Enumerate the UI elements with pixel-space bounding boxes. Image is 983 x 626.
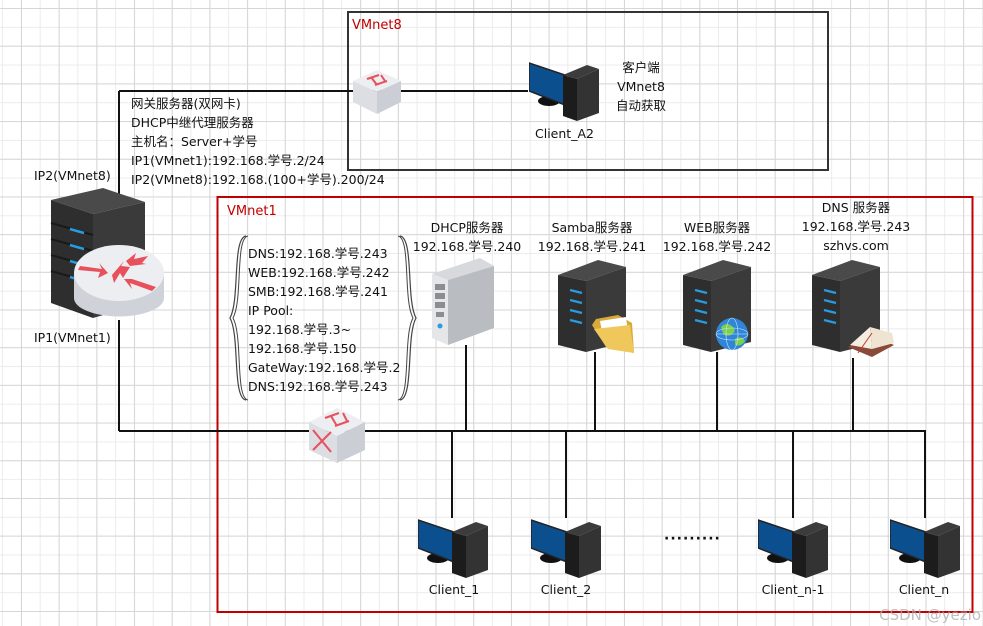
gateway-desc-line: IP1(VMnet1):192.168.学号.2/24 bbox=[131, 153, 325, 168]
dhcp-server-ip: 192.168.学号.240 bbox=[412, 239, 522, 254]
dns-server-domain: szhvs.com bbox=[823, 238, 889, 253]
dns-server-title: DNS 服务器 bbox=[821, 200, 891, 215]
vmnet1-zone-label: VMnet1 bbox=[227, 204, 277, 219]
vmnet8-zone-label: VMnet8 bbox=[352, 18, 402, 33]
dns-server-icon bbox=[812, 260, 894, 357]
right-brace-inner bbox=[397, 235, 414, 401]
dhcp-config-line: IP Pool: bbox=[248, 303, 294, 318]
folder-icon bbox=[592, 315, 634, 353]
client-n-label: Client_n bbox=[898, 582, 950, 597]
dns-server-ip: 192.168.学号.243 bbox=[801, 219, 911, 234]
web-server-icon bbox=[683, 260, 751, 352]
client-a2-note-line: VMnet8 bbox=[617, 79, 665, 94]
dhcp-config-line: SMB:192.168.学号.241 bbox=[248, 284, 389, 299]
web-server-title: WEB服务器 bbox=[683, 220, 751, 235]
client-n-computer-icon bbox=[890, 519, 960, 578]
ip1-vmnet1-label: IP1(VMnet1) bbox=[34, 330, 111, 345]
client-a2-computer-icon bbox=[529, 62, 599, 121]
samba-server-ip: 192.168.学号.241 bbox=[537, 239, 647, 254]
right-brace bbox=[399, 235, 417, 401]
dhcp-config-line: 192.168.学号.3~ bbox=[248, 322, 352, 337]
left-brace-inner bbox=[232, 235, 249, 401]
client-2-computer-icon bbox=[531, 519, 601, 578]
web-server-ip: 192.168.学号.242 bbox=[662, 239, 772, 254]
gateway-desc-line: 主机名：Server+学号 bbox=[131, 134, 258, 149]
dhcp-config-line: WEB:192.168.学号.242 bbox=[248, 265, 390, 280]
dhcp-server-title: DHCP服务器 bbox=[430, 220, 504, 235]
client-a2-note: 客户端 VMnet8 自动获取 bbox=[610, 58, 672, 115]
book-icon bbox=[848, 327, 894, 357]
vmnet8-switch-icon bbox=[353, 70, 401, 114]
samba-server-caption: Samba服务器 192.168.学号.241 bbox=[532, 218, 652, 256]
samba-server-title: Samba服务器 bbox=[551, 220, 633, 235]
vmnet1-zone-border bbox=[216, 196, 974, 613]
gateway-description: 网关服务器(双网卡) DHCP中继代理服务器 主机名：Server+学号 IP1… bbox=[131, 94, 385, 189]
dhcp-config-line: DNS:192.168.学号.243 bbox=[248, 246, 388, 261]
more-clients-ellipsis: ········· bbox=[664, 531, 721, 547]
client-a2-label: Client_A2 bbox=[535, 126, 594, 141]
samba-server-icon bbox=[558, 260, 634, 353]
dhcp-server-icon bbox=[432, 258, 494, 345]
client-a2-note-line: 自动获取 bbox=[615, 98, 666, 113]
gateway-router-server-icon bbox=[50, 188, 164, 318]
client-2-label: Client_2 bbox=[540, 582, 592, 597]
ip2-vmnet8-label: IP2(VMnet8) bbox=[34, 168, 111, 183]
client-1-label: Client_1 bbox=[428, 582, 480, 597]
globe-icon bbox=[715, 317, 749, 351]
watermark: CSDN @yezio bbox=[879, 606, 981, 624]
dhcp-config-line: GateWay:192.168.学号.2 bbox=[248, 360, 401, 375]
client-n-1-label: Client_n-1 bbox=[761, 582, 825, 597]
gateway-desc-line: 网关服务器(双网卡) bbox=[131, 96, 241, 111]
vmnet1-switch-icon bbox=[309, 408, 365, 463]
dhcp-config-line: 192.168.学号.150 bbox=[248, 341, 357, 356]
client-1-computer-icon bbox=[418, 519, 488, 578]
gateway-desc-line: DHCP中继代理服务器 bbox=[131, 115, 254, 130]
dhcp-config-line: DNS:192.168.学号.243 bbox=[248, 379, 388, 394]
dhcp-config-block: DNS:192.168.学号.243 WEB:192.168.学号.242 SM… bbox=[248, 244, 400, 396]
dhcp-server-caption: DHCP服务器 192.168.学号.240 bbox=[412, 218, 522, 256]
gateway-desc-line: IP2(VMnet8):192.168.(100+学号).200/24 bbox=[131, 172, 385, 187]
client-n-1-computer-icon bbox=[758, 519, 828, 578]
dns-server-caption: DNS 服务器 192.168.学号.243 szhvs.com bbox=[796, 198, 916, 255]
web-server-caption: WEB服务器 192.168.学号.242 bbox=[662, 218, 772, 256]
left-brace bbox=[229, 235, 247, 401]
client-a2-note-line: 客户端 bbox=[622, 60, 660, 75]
